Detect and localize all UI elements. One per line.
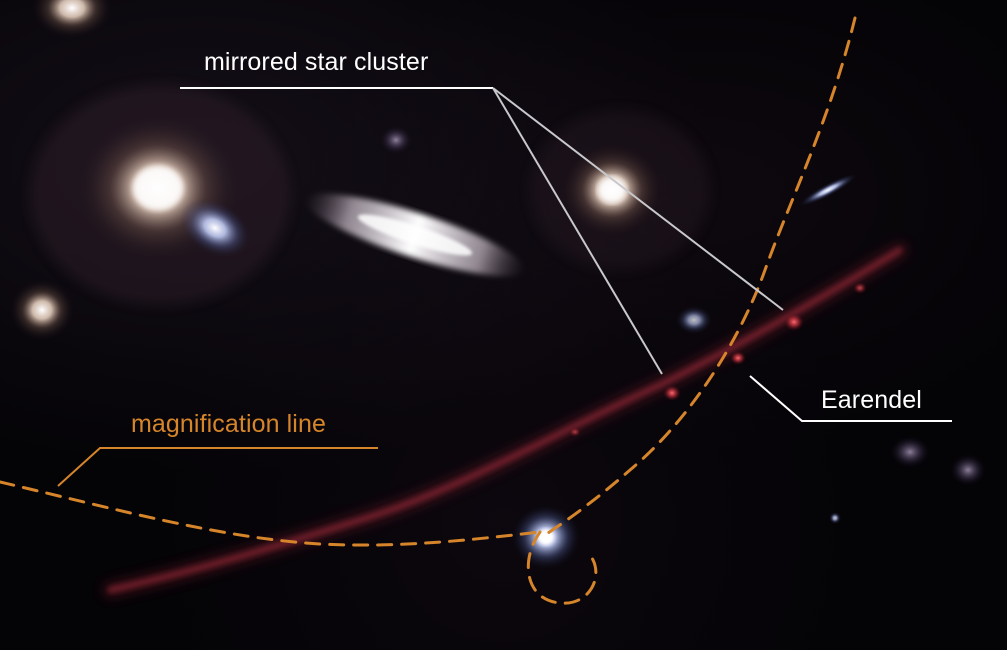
mirrored-cluster-pointers [180, 87, 784, 375]
magnification-line-label: magnification line [131, 410, 326, 438]
magnification-line-pointer [57, 447, 378, 487]
galaxy-top-left [32, 0, 112, 38]
galaxy-small-left [10, 280, 74, 340]
earendel-pointer [749, 375, 952, 422]
lensed-arc [103, 243, 907, 597]
galaxy-faint-right [829, 436, 986, 524]
earendel-label: Earendel [821, 386, 922, 414]
mirrored-star-cluster-label: mirrored star cluster [204, 48, 429, 76]
galaxy-small-blue-top [380, 126, 412, 154]
galaxy-blue-streak [799, 174, 857, 206]
galaxy-blue-left [179, 198, 251, 258]
earendel-star [730, 351, 746, 365]
star-blue-bottom [512, 505, 580, 569]
magnification-line [0, 16, 857, 605]
galaxy-edge-on [305, 193, 525, 277]
galaxy-small-purple [676, 306, 712, 334]
galaxy-center-bright [562, 144, 662, 236]
